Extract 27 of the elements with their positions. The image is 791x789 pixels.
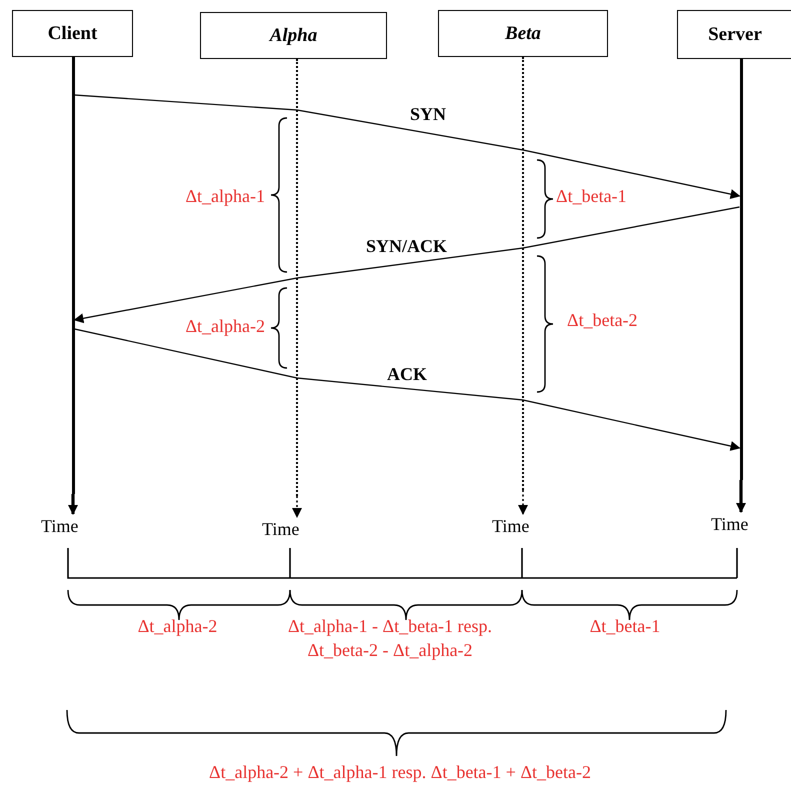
interval-label: Δt_beta-1 (556, 185, 628, 208)
interval-label: Δt_alpha-2 (136, 615, 218, 638)
lifeline (522, 57, 526, 490)
lifeline (296, 59, 300, 496)
arrow (74, 206, 740, 324)
interval-label: Δt_alpha-1 (184, 185, 265, 208)
arrow (74, 328, 740, 451)
time-label: Time (41, 516, 78, 537)
lifeline (740, 59, 744, 480)
time-label: Time (492, 516, 530, 537)
participant-box: Client (12, 10, 133, 57)
interval-label: Δt_beta-1 (588, 615, 662, 638)
participant-box: Server (677, 10, 791, 59)
arrow (292, 496, 302, 518)
lifeline (72, 57, 76, 494)
time-label: Time (262, 519, 300, 540)
interval-label: Δt_alpha-2 + Δt_alpha-1 resp. Δt_beta-1 + Δt_beta-2 (208, 761, 592, 784)
interval-label: Δt_alpha-2 (184, 315, 265, 338)
participant-box: Beta (438, 10, 608, 57)
arrow (736, 480, 746, 513)
interval-label: Δt_alpha-1 - Δt_beta-1 resp. Δt_beta-2 - Δt_alpha-2 (286, 615, 494, 662)
arrow (74, 94, 740, 200)
participant-box: Alpha (200, 12, 387, 59)
time-label: Time (711, 514, 748, 535)
interval-label: Δt_beta-2 (567, 309, 639, 332)
arrow (518, 490, 528, 515)
arrow (68, 494, 78, 515)
